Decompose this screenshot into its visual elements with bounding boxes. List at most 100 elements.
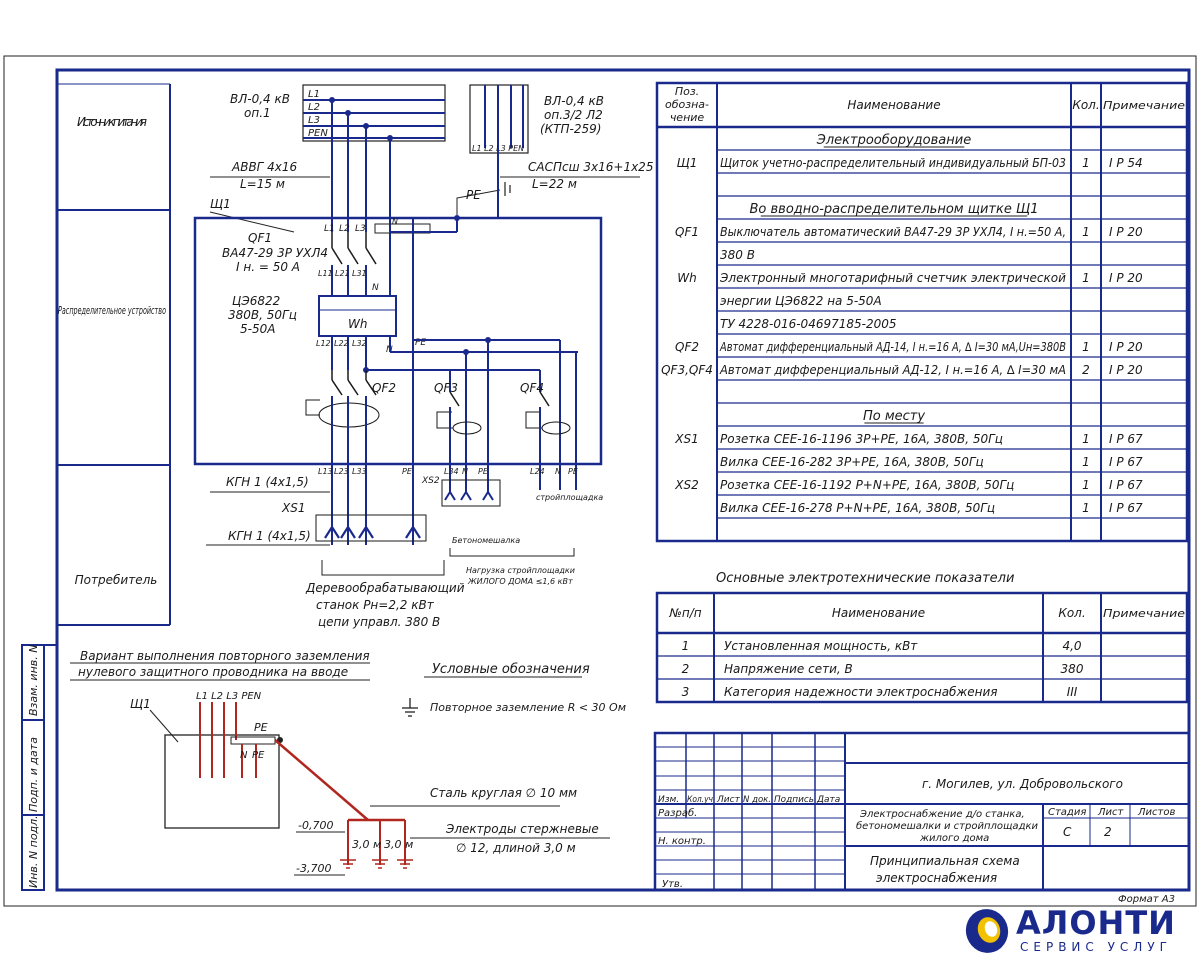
- spec-note: I P 67: [1109, 455, 1143, 469]
- spec-name: ТУ 4228-016-04697185-2005: [720, 317, 897, 331]
- panel-box: [193, 216, 603, 466]
- qf1-a: QF1: [248, 231, 272, 245]
- qf1-c: I н. = 50 А: [236, 260, 300, 274]
- spec-name: Вилка СЕЕ-16-282 3Р+PE, 16А, 380В, 50Гц: [720, 455, 984, 469]
- spec-header-pos: Поз.обозна-чение: [665, 85, 709, 124]
- spec-qty: 1: [1082, 156, 1090, 170]
- machine-c: цепи управл. 380 В: [318, 615, 440, 629]
- ground-steel: Сталь круглая ∅ 10 мм: [430, 786, 577, 800]
- label-distribution: Распределительное устройство: [58, 304, 166, 317]
- tb-col-date: Дата: [816, 795, 840, 805]
- out3-n: N: [555, 467, 561, 476]
- spec-qty: 1: [1082, 271, 1090, 285]
- ind-n: 1: [682, 639, 690, 653]
- side-stamp: Инв. N подл. Подп. и дата Взам. инв. N: [21, 644, 57, 891]
- spec-header-name: Наименование: [847, 98, 940, 112]
- term-l31: L31: [352, 269, 367, 278]
- spec-pos: XS2: [674, 478, 698, 492]
- spec-note: I P 20: [1109, 271, 1143, 285]
- spec-name: Выключатель автоматический ВА47-29 3Р УХ…: [720, 225, 1066, 239]
- bus-l2: L2: [308, 102, 320, 113]
- spec-section: Во вводно-распределительном щитке Щ1: [750, 202, 1039, 217]
- term-l1: L1: [324, 224, 335, 234]
- tb-col-list: Лист: [716, 795, 741, 805]
- machine-b: станок Рн=2,2 кВт: [316, 598, 435, 612]
- spec-header-qty: Кол.: [1072, 98, 1099, 112]
- ind-qty: III: [1067, 685, 1078, 699]
- left-column: Источник питания Распределительное устро…: [57, 83, 171, 626]
- ind-header-note: Примечание: [1103, 607, 1185, 620]
- ind-header-qty: Кол.: [1058, 606, 1085, 620]
- legend-title: Условные обозначения: [432, 662, 590, 677]
- schematic: L1 L2 L3 PEN ВЛ-0,4 кВ оп.1 L1 L2 L3 PEN…: [193, 84, 653, 629]
- out-pe: PE: [402, 467, 413, 476]
- format-label: Формат А3: [1118, 894, 1175, 905]
- out2-n: N: [462, 467, 468, 476]
- spec-name: Вилка СЕЕ-16-278 Р+N+PE, 16А, 380В, 50Гц: [720, 501, 995, 515]
- company-logo: АЛОНТИ СЕРВИС УСЛУГ: [962, 904, 1192, 956]
- xs2-socket: [441, 479, 501, 507]
- line2-b: оп.3/2 Л2: [544, 108, 603, 122]
- spec-note: I P 67: [1109, 432, 1143, 446]
- logo-mark-icon: [965, 909, 1009, 953]
- tb-stage: С: [1063, 825, 1072, 839]
- ground-electrodes-a: Электроды стержневые: [445, 822, 599, 836]
- tb-sheet-label: Лист: [1097, 807, 1125, 818]
- spec-name: 380 В: [720, 248, 755, 262]
- stamp-replace: Взам. инв. N: [27, 645, 40, 716]
- tb-address: г. Могилев, ул. Добровольского: [922, 777, 1123, 791]
- spec-name: Автомат дифференциальный АД-12, I н.=16 …: [719, 363, 1066, 377]
- tb-stage-label: Стадия: [1048, 807, 1086, 818]
- spec-note: I P 67: [1109, 478, 1143, 492]
- qf1-b: ВА47-29 3Р УХЛ4: [222, 246, 328, 260]
- spec-qty: 1: [1082, 478, 1090, 492]
- outer-border: [3, 55, 1197, 907]
- line1-b: оп.1: [244, 106, 271, 120]
- spec-qty: 1: [1082, 432, 1090, 446]
- ind-name: Установленная мощность, кВт: [724, 639, 918, 653]
- spec-name: Розетка СЕЕ-16-1196 3Р+PE, 16А, 380В, 50…: [720, 432, 1003, 446]
- meter-c: 5-50А: [240, 322, 275, 336]
- term-l11: L11: [318, 269, 333, 278]
- spec-note: I P 54: [1109, 156, 1143, 170]
- term-pe-low: PE: [415, 338, 426, 348]
- term-l32: L32: [352, 339, 367, 348]
- xs2-label: XS2: [421, 476, 440, 486]
- ind-name: Напряжение сети, В: [724, 662, 853, 676]
- ind-name: Категория надежности электроснабжения: [724, 685, 998, 699]
- tb-row-nkontr: Н. контр.: [658, 836, 706, 847]
- tb-col-izm: Изм.: [658, 795, 679, 805]
- ground-n: N: [240, 750, 248, 761]
- label-source: Источник питания: [77, 115, 147, 129]
- xs1-socket: [315, 514, 427, 542]
- legend: Условные обозначения Повторное заземлени…: [402, 662, 626, 717]
- ground-panel: Щ1: [130, 697, 151, 711]
- ground-title-a: Вариант выполнения повторного заземления: [80, 649, 370, 663]
- qf4-label: QF4: [520, 381, 544, 395]
- ind-qty: 380: [1061, 662, 1084, 676]
- term-l2: L2: [339, 224, 350, 234]
- spec-name: энергии ЦЭ6822 на 5-50А: [720, 294, 882, 308]
- meter-box: [318, 295, 397, 337]
- spec-note: I P 20: [1109, 225, 1143, 239]
- panel-label: Щ1: [210, 197, 231, 211]
- logo-sub: СЕРВИС УСЛУГ: [1020, 940, 1172, 954]
- inner-frame: [55, 68, 1191, 892]
- term-l22: L22: [334, 339, 349, 348]
- spec-note: I P 67: [1109, 501, 1143, 515]
- out-l33: L33: [352, 467, 367, 476]
- tb-col-kol: Кол.уч: [687, 795, 713, 805]
- spec-row: энергии ЦЭ6822 на 5-50А: [720, 294, 882, 308]
- cable1-a: АВВГ 4х16: [231, 160, 298, 174]
- spec-name: Электронный многотарифный счетчик электр…: [719, 271, 1066, 285]
- spec-note: I P 20: [1109, 340, 1143, 354]
- title-block: Изм. Кол.уч Лист N док. Подпись Дата Раз…: [653, 731, 1191, 892]
- cable4-label: КГН 1 (4х1,5): [228, 529, 311, 543]
